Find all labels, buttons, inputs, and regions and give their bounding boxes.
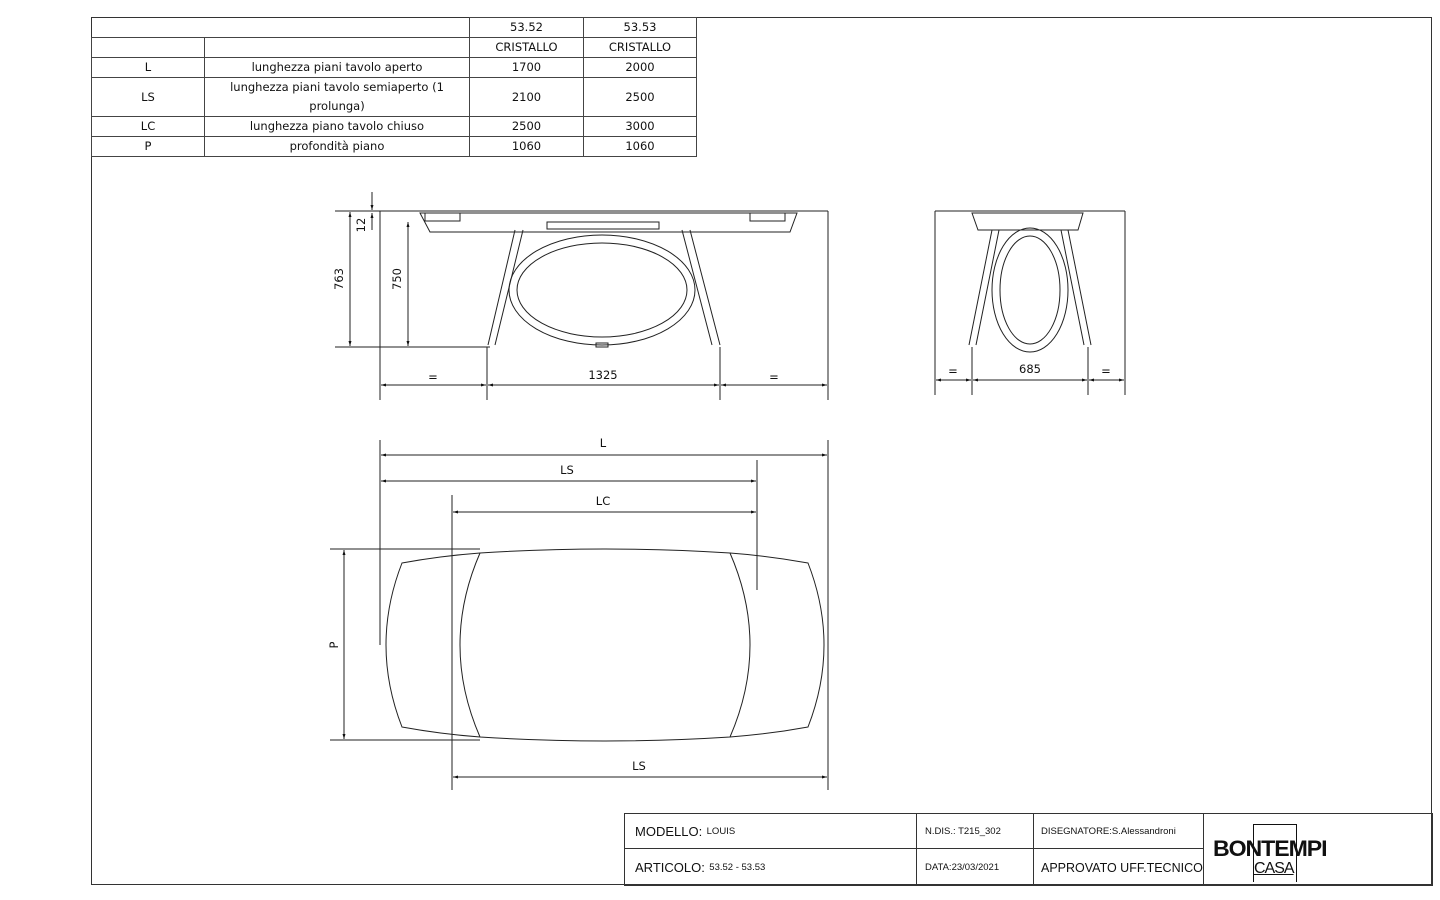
dim-label-equal-right: =	[1101, 364, 1111, 378]
base-ellipse-outer	[991, 227, 1069, 353]
spec-table: 53.52 53.53 CRISTALLO CRISTALLO L lunghe…	[91, 17, 697, 157]
row-description: profondità piano	[204, 136, 470, 157]
table-row: P profondità piano 1060 1060	[91, 136, 697, 157]
extension-lines	[934, 211, 1126, 395]
row-value: 2500	[469, 116, 584, 137]
leg-right	[681, 229, 721, 346]
dim-label-LC: LC	[596, 494, 610, 508]
extension-lines	[379, 211, 829, 400]
logo-brand: BONTEMPI	[1213, 836, 1328, 861]
modello-cell: MODELLO: LOUIS	[625, 814, 917, 849]
base-ellipse-outer	[508, 234, 696, 346]
leg-right	[1060, 229, 1092, 346]
articolo-label: ARTICOLO:	[635, 860, 705, 875]
hinge-left	[424, 212, 461, 222]
dim-label-L: L	[600, 436, 607, 450]
base-ellipse-inner	[516, 242, 688, 338]
leg-left	[968, 229, 1000, 346]
column-header: 53.53	[583, 17, 697, 38]
row-code: LS	[91, 77, 205, 117]
row-value: 2000	[583, 57, 697, 78]
articolo-value: 53.52 - 53.53	[709, 862, 766, 873]
base-foot	[595, 342, 609, 348]
extension-lines	[379, 440, 829, 790]
articolo-cell: ARTICOLO: 53.52 - 53.53	[625, 849, 917, 886]
dim-label-750: 750	[390, 268, 404, 290]
base-ellipse-inner	[999, 235, 1061, 345]
dim-label-763: 763	[332, 268, 346, 290]
dim-label-LS-bottom: LS	[632, 759, 646, 773]
left-extension-panel	[385, 552, 481, 738]
top-frame	[971, 212, 1084, 231]
extension-lines-horizontal	[330, 548, 480, 741]
row-value: 2500	[583, 77, 697, 117]
front-view	[335, 192, 829, 400]
drawing-frame	[91, 17, 1432, 885]
dim-label-equal-right: =	[769, 370, 779, 384]
logo-sub: CASA	[1254, 860, 1295, 877]
dim-label-12: 12	[354, 218, 368, 233]
dim-label-equal-left: =	[948, 364, 958, 378]
modello-value: LOUIS	[706, 825, 736, 837]
drawing-date: DATA:23/03/2021	[917, 849, 1034, 886]
top-frame	[419, 212, 798, 233]
row-value: 1060	[469, 136, 584, 157]
dim-label-P: P	[327, 641, 341, 648]
row-description: lunghezza piani tavolo semiaperto (1 pro…	[204, 77, 470, 117]
right-extension-panel	[729, 552, 825, 738]
material-cell: CRISTALLO	[469, 37, 584, 58]
row-value: 1060	[583, 136, 697, 157]
drawing-number: N.DIS.: T215_302	[917, 814, 1034, 849]
designer: DISEGNATORE:S.Alessandroni	[1034, 814, 1204, 849]
dim-label-1325: 1325	[588, 368, 617, 382]
bontempi-casa-logo: BONTEMPI CASA	[1204, 814, 1433, 886]
dim-label-685: 685	[1019, 362, 1041, 376]
leg-left	[487, 229, 524, 346]
hinge-right	[749, 212, 786, 222]
plan-view	[330, 440, 829, 790]
side-view	[934, 210, 1126, 395]
table-row: L lunghezza piani tavolo aperto 1700 200…	[91, 57, 697, 78]
title-block: MODELLO: LOUIS ARTICOLO: 53.52 - 53.53 N…	[624, 813, 1433, 886]
dim-label-LS: LS	[560, 463, 574, 477]
modello-label: MODELLO:	[635, 823, 703, 839]
extension-mechanism	[546, 221, 660, 230]
approval: APPROVATO UFF.TECNICO	[1034, 849, 1204, 886]
dim-label-equal-left: =	[428, 370, 438, 384]
center-top-panel	[459, 548, 751, 742]
table-header-row: 53.52 53.53	[91, 17, 697, 38]
